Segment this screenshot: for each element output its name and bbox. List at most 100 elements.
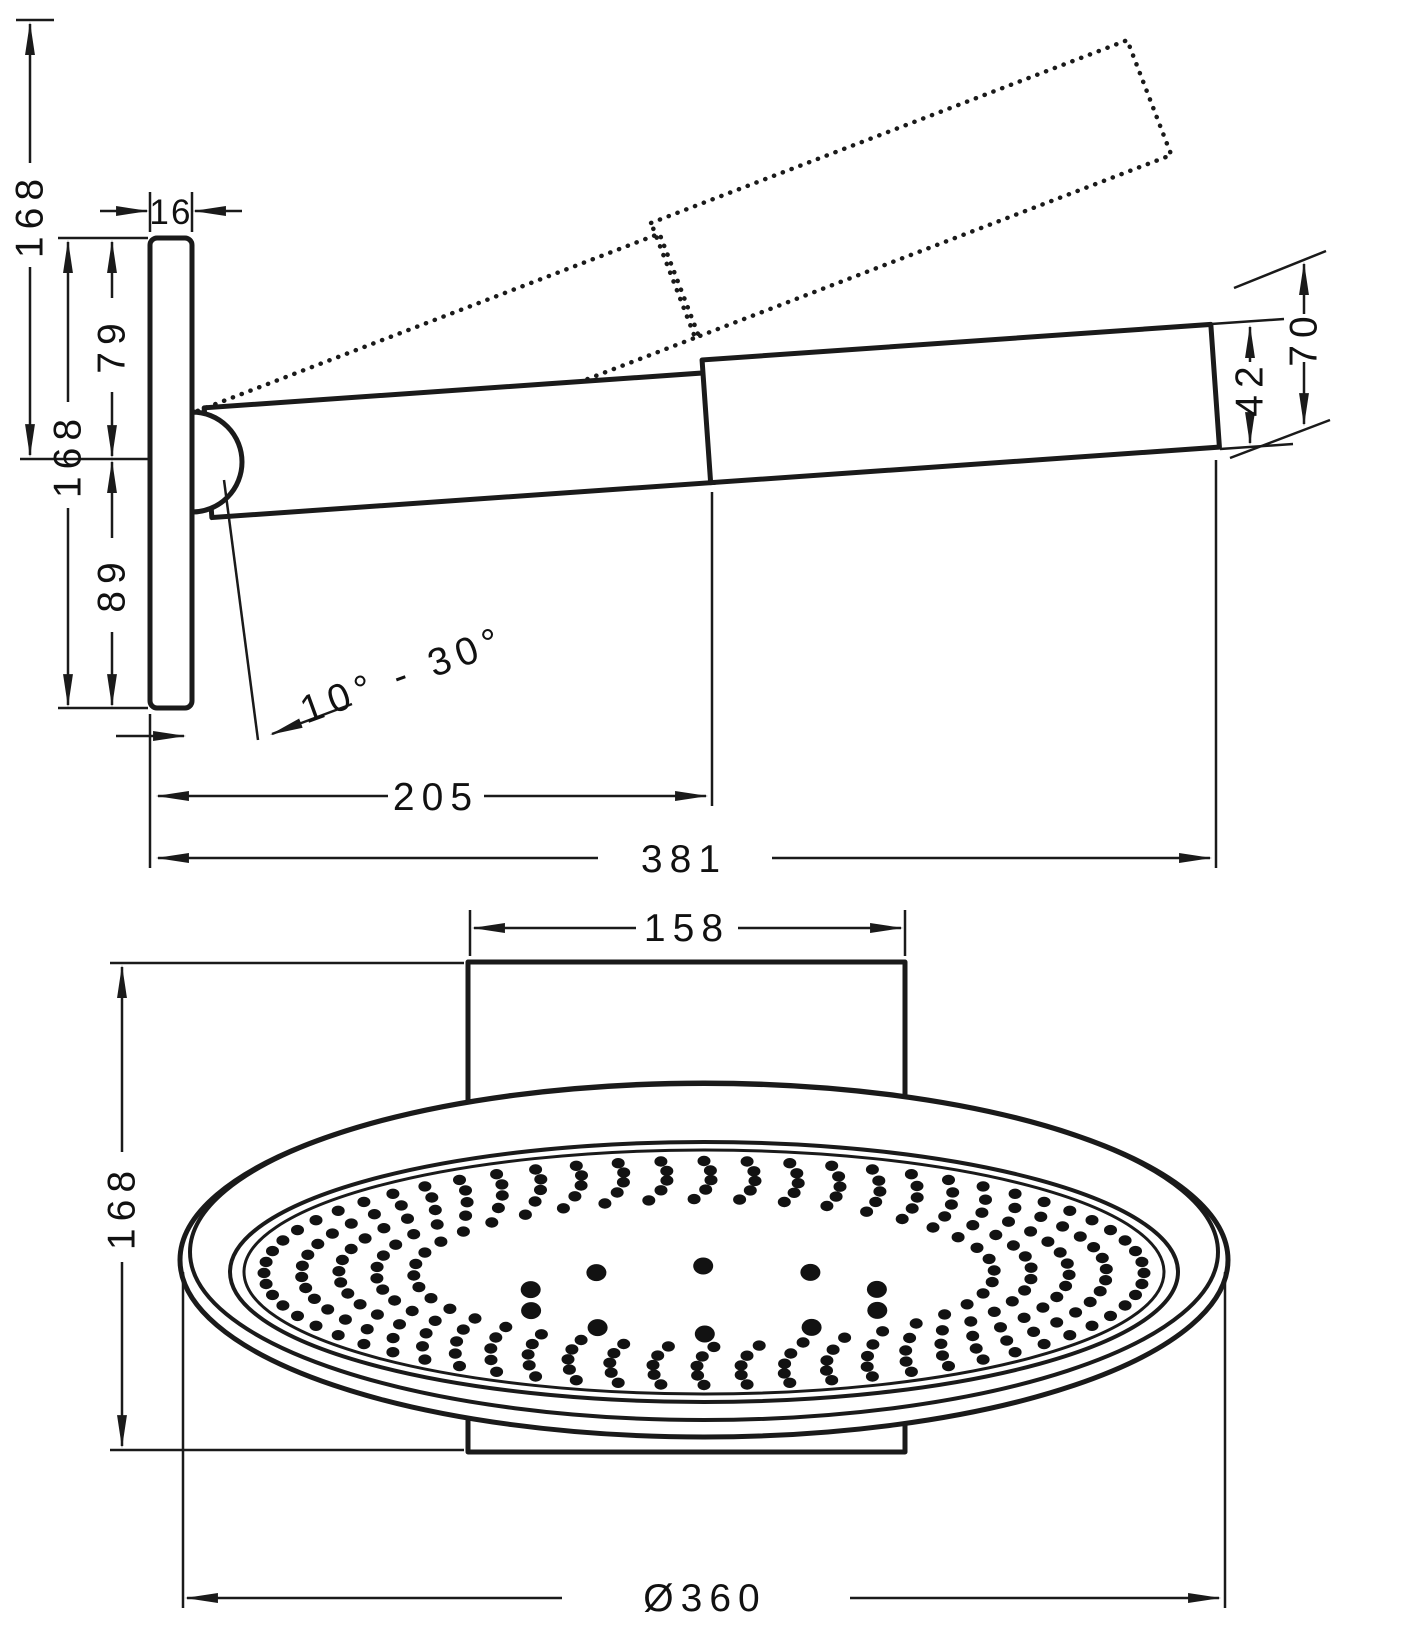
nozzle-dot xyxy=(987,1306,1001,1318)
nozzle-dot xyxy=(938,1211,952,1222)
nozzle-dot xyxy=(1129,1289,1142,1301)
nozzle-dot xyxy=(325,1228,339,1239)
nozzle-dot xyxy=(401,1213,414,1224)
nozzle-dot xyxy=(860,1206,874,1217)
nozzle-dot xyxy=(259,1278,273,1290)
extension-line xyxy=(1219,442,1294,451)
nozzle-dot xyxy=(1006,1240,1020,1251)
nozzle-dot xyxy=(740,1379,754,1390)
nozzle-dot xyxy=(534,1184,547,1196)
nozzle-dot xyxy=(1093,1286,1107,1297)
nozzle-dot xyxy=(409,1258,423,1270)
nozzle-dot xyxy=(964,1316,978,1327)
nozzle-dot xyxy=(534,1174,548,1185)
nozzle-dot xyxy=(309,1320,323,1332)
nozzle-dot xyxy=(1083,1296,1097,1308)
shower-arm-assembly xyxy=(201,321,1222,521)
nozzle-dot xyxy=(1050,1317,1064,1328)
dim-label-tip-rise: 168 xyxy=(9,172,52,258)
nozzle-dot xyxy=(331,1205,345,1217)
nozzle-dot xyxy=(418,1247,432,1258)
nozzle-dot xyxy=(791,1178,805,1189)
nozzle-dot xyxy=(833,1181,847,1192)
nozzle-dot xyxy=(607,1348,621,1359)
nozzle-dot xyxy=(499,1321,513,1333)
tilt-reference-line xyxy=(222,479,260,741)
nozzle-dot-large xyxy=(800,1263,821,1281)
nozzle-dot xyxy=(357,1338,371,1350)
nozzle-dot xyxy=(491,1202,505,1214)
nozzle-dot xyxy=(909,1318,923,1329)
nozzle-dot xyxy=(575,1170,588,1181)
nozzle-dot xyxy=(707,1341,721,1353)
nozzle-dot xyxy=(459,1210,473,1221)
nozzle-dot xyxy=(311,1238,325,1250)
nozzle-dot xyxy=(873,1186,887,1197)
nozzle-dot xyxy=(407,1270,421,1281)
nozzle-dot xyxy=(876,1326,890,1337)
nozzle-dot xyxy=(388,1295,402,1306)
nozzle-dot xyxy=(341,1288,355,1299)
nozzle-dot xyxy=(299,1282,313,1294)
nozzle-dot xyxy=(604,1367,618,1378)
nozzle-dot xyxy=(418,1354,432,1365)
nozzle-dot xyxy=(370,1261,384,1273)
nozzle-dot xyxy=(1129,1245,1142,1257)
nozzle-dot xyxy=(942,1360,955,1372)
nozzle-dot xyxy=(569,1375,583,1386)
nozzle-dot xyxy=(453,1360,466,1372)
nozzle-dot xyxy=(266,1245,279,1257)
dim-label-plate-height: 168 xyxy=(47,412,90,498)
nozzle-dot xyxy=(994,1322,1007,1333)
extension-line xyxy=(1233,249,1327,290)
nozzle-dot xyxy=(740,1350,754,1361)
front-view-dimensions: 158 168 Ø360 xyxy=(101,907,1227,1620)
nozzle-dot-large xyxy=(521,1302,542,1320)
nozzle-dot xyxy=(747,1166,761,1177)
spray-head-side xyxy=(699,321,1222,486)
nozzle-dot xyxy=(610,1187,624,1198)
nozzle-dot xyxy=(1056,1221,1070,1232)
nozzle-dot xyxy=(1104,1224,1117,1236)
nozzle-dot xyxy=(942,1174,955,1186)
dim-label-head-diameter: Ø360 xyxy=(643,1577,767,1620)
dim-label-plate-thickness: 16 xyxy=(149,193,192,232)
nozzle-dot xyxy=(1018,1251,1032,1262)
nozzle-dot xyxy=(699,1184,713,1195)
nozzle-dot xyxy=(485,1217,499,1228)
nozzle-dot xyxy=(1000,1335,1014,1346)
nozzle-dot xyxy=(976,1354,990,1365)
nozzle-dot xyxy=(704,1174,718,1186)
nozzle-dot xyxy=(344,1243,358,1255)
nozzle-dot xyxy=(826,1344,840,1355)
nozzle-dot xyxy=(529,1371,543,1382)
nozzle-dot xyxy=(783,1158,797,1169)
nozzle-dot xyxy=(574,1180,588,1191)
nozzle-dot xyxy=(899,1345,913,1356)
nozzle-dot xyxy=(695,1351,709,1362)
nozzle-dot xyxy=(276,1235,290,1246)
nozzle-dot xyxy=(266,1289,279,1301)
nozzle-dot xyxy=(820,1355,834,1366)
nozzle-dot-large xyxy=(867,1301,888,1319)
nozzle-dot xyxy=(412,1281,426,1293)
nozzle-dot xyxy=(569,1160,583,1172)
nozzle-dot xyxy=(443,1303,457,1315)
nozzle-dot xyxy=(740,1156,754,1167)
nozzle-dot xyxy=(460,1197,474,1208)
nozzle-dot xyxy=(690,1360,704,1372)
nozzle-dot xyxy=(1037,1338,1051,1350)
nozzle-dot xyxy=(307,1293,321,1305)
nozzle-dot xyxy=(1063,1205,1077,1217)
nozzle-dot xyxy=(370,1273,384,1284)
nozzle-dot xyxy=(556,1203,570,1214)
nozzle-dot xyxy=(393,1319,406,1330)
nozzle-dot xyxy=(565,1344,579,1355)
nozzle-dot xyxy=(1099,1275,1113,1286)
nozzle-dot xyxy=(838,1332,852,1343)
nozzle-dot xyxy=(291,1224,304,1236)
nozzle-dot xyxy=(1085,1320,1099,1332)
nozzle-dot xyxy=(820,1365,833,1376)
nozzle-dot xyxy=(603,1357,617,1369)
dim-label-head-height: 70 xyxy=(1283,309,1326,366)
